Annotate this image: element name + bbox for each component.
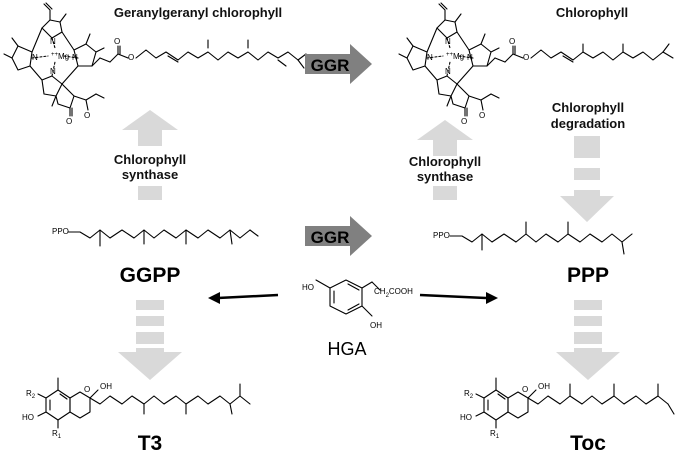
hga-to-ggpp-arrow [208,292,279,304]
hga-to-ppp-arrow [419,292,498,304]
n-atom: N [50,37,56,46]
ppp-label: PPP [567,264,609,287]
oh-atom: OH [538,382,550,391]
toc-label: Toc [570,432,606,454]
ho-atom: HO [302,283,314,292]
ggr-label-middle: GGR [311,228,350,247]
ho-atom: HO [22,413,34,422]
ggr-arrow-top: GGR [305,44,372,84]
o-atom: O [114,37,120,46]
ggpp-to-t3-arrow [118,300,182,380]
t3-label: T3 [138,432,163,454]
n-atom: N [32,53,38,62]
n-atom: N [50,67,56,76]
title-geranylgeranyl-chlorophyll: Geranylgeranyl chlorophyll [114,5,282,20]
toc-structure: R2 HO R1 O OH Toc [460,377,675,454]
n-atom: N [427,53,433,62]
n-atom: N [467,53,473,62]
o-atom: O [479,111,485,120]
o-atom: O [523,53,529,62]
hga-structure: HO OH CH2COOH HGA [302,279,413,359]
ch2cooh-group: CH2COOH [374,287,413,299]
ppp-structure: PPO PPP [433,221,633,287]
ppp-to-toc-arrow [556,300,620,380]
o-atom: O [128,53,134,62]
chlorophyll-structure: ++Mg N N N N O O O O [398,2,674,126]
o-atom: O [84,385,90,394]
o-atom: O [509,37,515,46]
ggr-arrow-middle: GGR [305,216,372,256]
ppo-atom: PPO [433,231,450,240]
ggpp-structure: PPO GGPP [52,227,259,287]
n-atom: N [445,67,451,76]
o-atom: O [66,117,72,126]
t3-structure: R2 HO R1 O OH T3 [22,377,251,454]
ho-atom: HO [460,413,472,422]
hga-label: HGA [327,339,366,359]
r2-atom: R2 [464,389,474,400]
oh-atom: OH [370,321,382,330]
ggr-label-top: GGR [311,56,350,75]
o-atom: O [461,117,467,126]
mg-atom-left: ++Mg [51,52,69,61]
oh-atom: OH [100,382,112,391]
ggpp-label: GGPP [120,264,181,287]
r1-atom: R1 [52,429,62,440]
geranylgeranyl-chlorophyll-structure: ++Mg N N N N O O O O [3,2,307,126]
mg-atom-right: ++Mg [446,52,464,61]
ppo-atom: PPO [52,227,69,236]
n-atom: N [445,37,451,46]
n-atom: N [72,53,78,62]
r2-atom: R2 [26,389,36,400]
r1-atom: R1 [490,429,500,440]
o-atom: O [84,111,90,120]
title-chlorophyll: Chlorophyll [556,5,628,20]
o-atom: O [522,385,528,394]
